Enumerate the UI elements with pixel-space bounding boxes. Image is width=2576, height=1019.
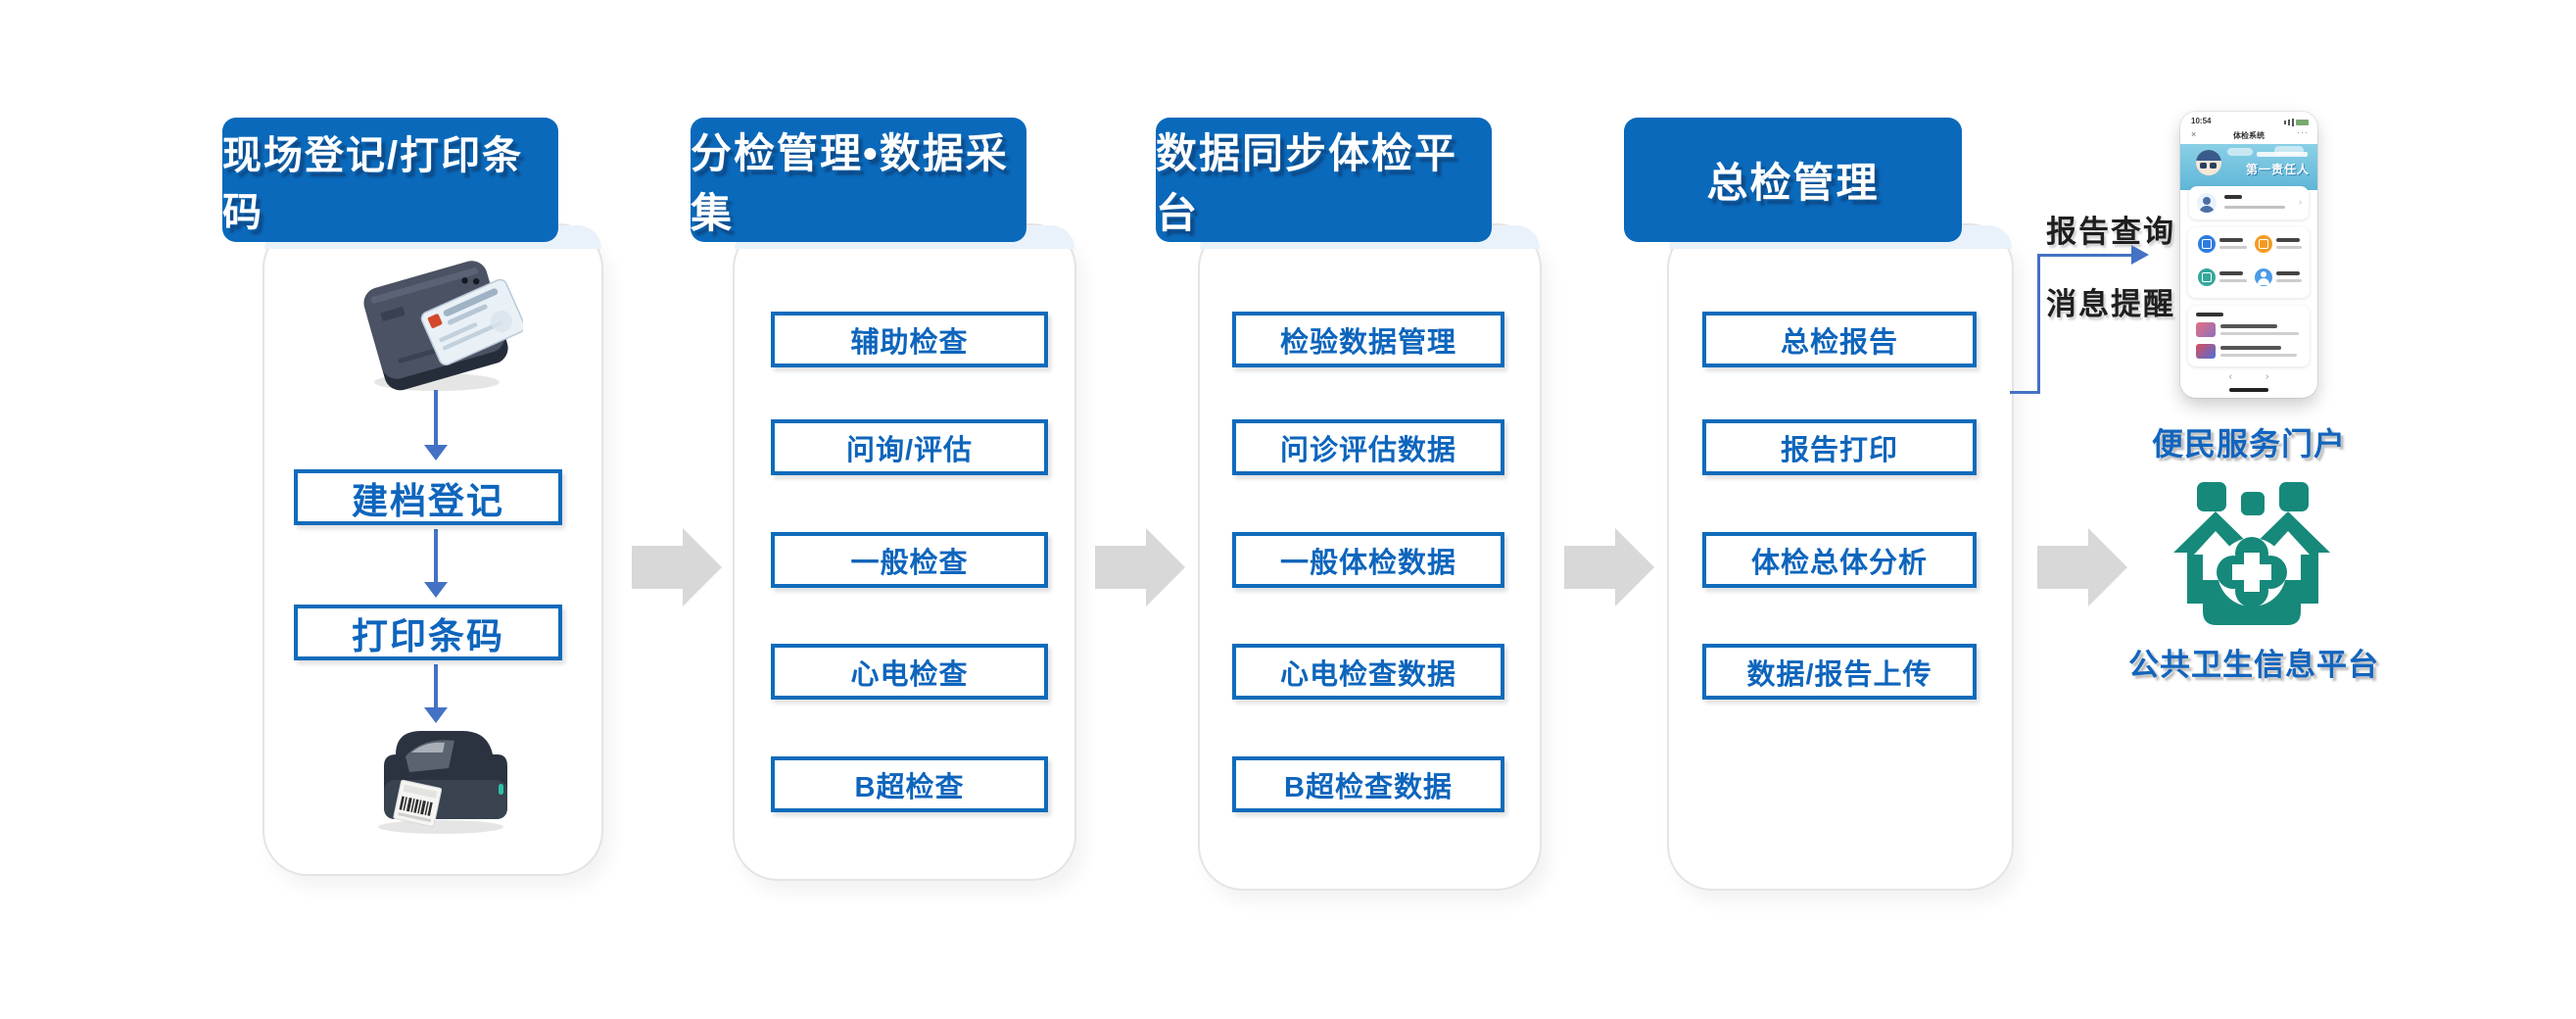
portal-caption: 便民服务门户 bbox=[2151, 426, 2346, 461]
flow-node-general-exam: 一般检查 bbox=[771, 532, 1048, 588]
report-service-icon bbox=[2198, 235, 2216, 253]
id-card-reader-image bbox=[363, 261, 523, 391]
flow-node-aux-exam: 辅助检查 bbox=[771, 312, 1048, 367]
flow-node-ultrasound-data: B超检查数据 bbox=[1232, 756, 1504, 812]
flow-node-registration: 建档登记 bbox=[294, 469, 562, 525]
news-thumbnail bbox=[2196, 344, 2216, 359]
connector-line bbox=[2037, 254, 2133, 257]
down-arrow-icon bbox=[424, 390, 448, 461]
signal-icon bbox=[2292, 119, 2294, 126]
phone-status-icons bbox=[2284, 119, 2309, 126]
flow-node-lab-data: 检验数据管理 bbox=[1232, 312, 1504, 367]
phone-user-card: › bbox=[2189, 186, 2309, 219]
phone-footer-nav: ‹ › bbox=[2180, 371, 2317, 382]
phone-news-card bbox=[2188, 306, 2310, 366]
flow-node-inquiry-data: 问诊评估数据 bbox=[1232, 419, 1504, 475]
avatar bbox=[2197, 193, 2217, 213]
citizen-portal-phone-mockup: 10:54 × 体检系统 ··· 第一责任人 bbox=[2180, 112, 2317, 398]
flow-node-data-upload: 数据/报告上传 bbox=[1702, 644, 1977, 700]
label-printer-image bbox=[378, 731, 507, 834]
flow-node-ultrasound-exam: B超检查 bbox=[771, 756, 1048, 812]
news-header-bar bbox=[2196, 313, 2223, 316]
flow-arrow-icon bbox=[1095, 528, 1185, 607]
phone-nav-title: 体检系统 bbox=[2233, 131, 2265, 140]
phone-close-icon: × bbox=[2191, 129, 2197, 139]
battery-icon bbox=[2296, 120, 2309, 125]
flow-node-ecg-data: 心电检查数据 bbox=[1232, 644, 1504, 700]
user-name-bar bbox=[2224, 195, 2242, 199]
chevron-right-icon: › bbox=[2299, 197, 2302, 207]
flow-node-general-data: 一般体检数据 bbox=[1232, 532, 1504, 588]
flow-node-overall-report: 总检报告 bbox=[1702, 312, 1977, 367]
family-service-icon bbox=[2255, 268, 2272, 286]
connector-label-report-query: 报告查询 bbox=[2046, 215, 2175, 249]
phone-more-icon: ··· bbox=[2297, 127, 2309, 137]
public-health-platform-logo bbox=[2173, 482, 2330, 625]
home-indicator bbox=[2229, 388, 2268, 392]
down-arrow-icon bbox=[424, 664, 448, 723]
flow-node-inquiry: 问询/评估 bbox=[771, 419, 1048, 475]
connector-label-message-reminder: 消息提醒 bbox=[2046, 287, 2175, 321]
connector-arrowhead-icon bbox=[2131, 245, 2149, 265]
user-id-bar bbox=[2224, 206, 2285, 209]
phone-services-grid bbox=[2188, 227, 2310, 298]
nav-next-icon: › bbox=[2266, 371, 2269, 382]
flow-arrow-icon bbox=[2037, 528, 2127, 607]
down-arrow-icon bbox=[424, 529, 448, 598]
connector-line bbox=[2037, 256, 2040, 394]
flow-node-report-print: 报告打印 bbox=[1702, 419, 1977, 475]
news-thumbnail bbox=[2196, 322, 2216, 337]
stage-header-triage: 分检管理•数据采集 bbox=[691, 118, 1026, 242]
platform-caption: 公共卫生信息平台 bbox=[2128, 648, 2379, 682]
phone-banner-character bbox=[2196, 150, 2221, 175]
query-service-icon bbox=[2198, 268, 2216, 286]
flow-arrow-icon bbox=[632, 528, 722, 607]
phone-status-time: 10:54 bbox=[2191, 117, 2212, 125]
phone-banner: 第一责任人 bbox=[2180, 144, 2317, 190]
signal-icon bbox=[2284, 121, 2286, 124]
appointment-service-icon bbox=[2255, 235, 2272, 253]
signal-icon bbox=[2288, 120, 2290, 125]
nav-prev-icon: ‹ bbox=[2228, 371, 2232, 382]
connector-line bbox=[2010, 391, 2040, 394]
phone-banner-tagline-bar bbox=[2257, 152, 2308, 157]
flow-node-print-barcode: 打印条码 bbox=[294, 605, 562, 660]
stage-header-overall: 总检管理 bbox=[1624, 118, 1962, 242]
flow-node-overall-analysis: 体检总体分析 bbox=[1702, 532, 1977, 588]
stage-header-data-sync: 数据同步体检平台 bbox=[1156, 118, 1492, 242]
flow-node-ecg-exam: 心电检查 bbox=[771, 644, 1048, 700]
flow-arrow-icon bbox=[1564, 528, 1654, 607]
phone-banner-slogan: 第一责任人 bbox=[2245, 163, 2310, 176]
stage-header-registration: 现场登记/打印条码 bbox=[222, 118, 558, 242]
